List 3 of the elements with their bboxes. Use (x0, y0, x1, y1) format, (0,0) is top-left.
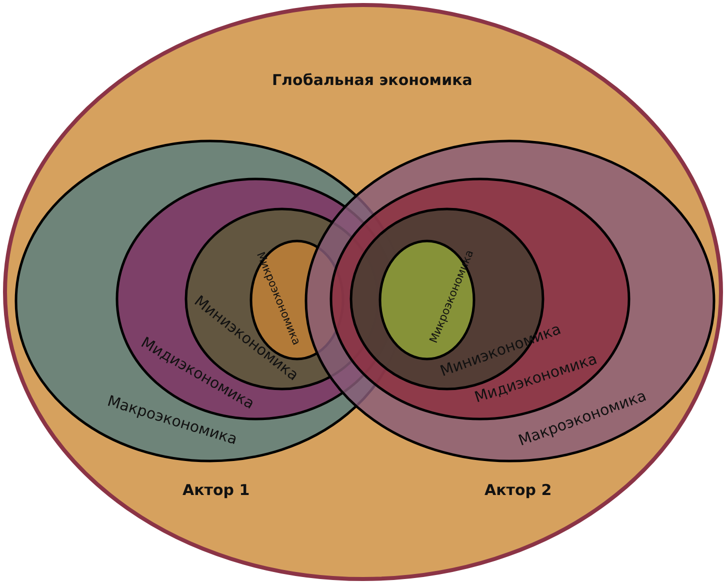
actor-label: Актор 2 (484, 481, 552, 499)
region-label: Глобальная экономика (272, 71, 472, 89)
actor-label: Актор 1 (182, 481, 250, 499)
